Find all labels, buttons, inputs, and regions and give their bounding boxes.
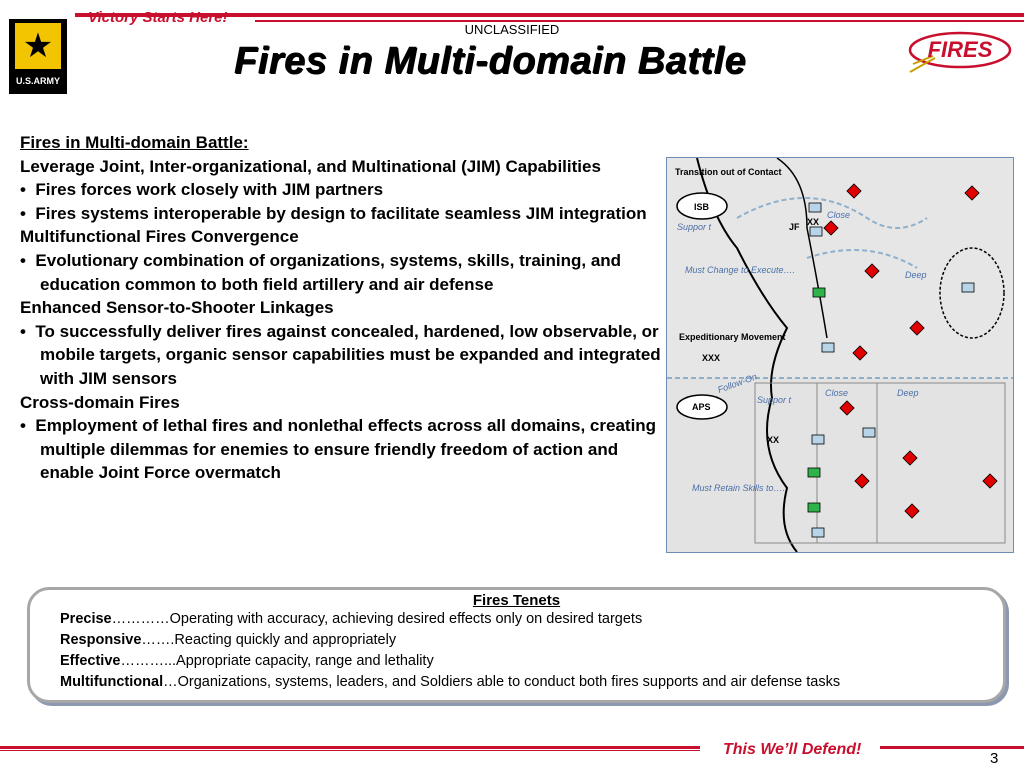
section-title: Leverage Joint, Inter-organizational, an… [20,156,601,176]
army-star-box: ★ [15,23,61,69]
tenet-item: Multifunctional…Organizations, systems, … [60,674,841,690]
tenet-item: Effective………...Appropriate capacity, ran… [60,653,434,669]
friendly-units [808,202,975,538]
map-label-xxx: XXX [702,353,720,363]
map-label-jf: JF [789,222,800,232]
tenet-item: Responsive…….Reacting quickly and approp… [60,632,397,648]
map-label-xx: XX [767,435,779,445]
star-icon: ★ [22,27,54,65]
map-label-must-change: Must Change to Execute…. [685,265,795,275]
target-markers [823,183,998,519]
body-text: Fires in Multi-domain Battle: Leverage J… [20,131,670,485]
tenets-title: Fires Tenets [472,592,561,609]
page-title: Fires in Multi-domain Battle [233,40,747,82]
header-rule-thin [255,20,1024,22]
footer-rule-thin [0,750,700,751]
section-title: Enhanced Sensor-to-Shooter Linkages [20,298,334,318]
map-label-close-bottom: Close [825,388,848,398]
bullet-item: • Fires systems interoperable by design … [20,203,647,223]
map-label-deep-top: Deep [905,270,927,280]
body-heading: Fires in Multi-domain Battle: [20,133,249,152]
footer-slogan: This We’ll Defend! [723,741,862,758]
section-title: Cross-domain Fires [20,392,180,412]
operational-map: Transition out of Contact ISB Expedition… [666,157,1014,553]
army-logo-text: U.S.ARMY [15,76,60,86]
isb-oval [676,192,728,220]
header-rule [75,13,1024,17]
classification-label: UNCLASSIFIED [464,22,560,37]
map-label-close-top: Close [827,210,850,220]
aps-oval [676,394,728,420]
map-label-aps: APS [692,402,711,412]
map-label-support-bottom: Suppor t [757,395,792,405]
bullet-item: • Evolutionary combination of organizati… [20,250,622,294]
footer-rule [0,746,700,749]
page-number: 3 [990,750,999,767]
section-title: Multifunctional Fires Convergence [20,227,299,247]
fires-logo: FIRES [908,31,1012,73]
tenet-item: Precise…………Operating with accuracy, achi… [60,611,643,627]
fires-tenets-box: Fires Tenets Precise…………Operating with a… [27,587,1006,703]
boundary-line [696,158,798,552]
header-slogan: Victory Starts Here! [88,9,228,26]
map-label-isb: ISB [694,202,710,212]
map-label-deep-bottom: Deep [897,388,919,398]
map-label-transition: Transition out of Contact [675,167,782,177]
bullet-item: • Fires forces work closely with JIM par… [20,180,384,200]
army-logo: ★ U.S.ARMY [9,19,67,94]
bullet-item: • To successfully deliver fires against … [20,321,661,388]
map-label-xx-top: XX [807,217,819,227]
map-label-must-retain: Must Retain Skills to…. [692,483,785,493]
map-label-expeditionary: Expeditionary Movement [679,332,786,342]
bullet-item: • Employment of lethal fires and nonleth… [20,416,657,483]
map-label-support-top: Suppor t [677,222,712,232]
footer-rule-right [880,746,1024,749]
fires-logo-text: FIRES [928,37,993,62]
